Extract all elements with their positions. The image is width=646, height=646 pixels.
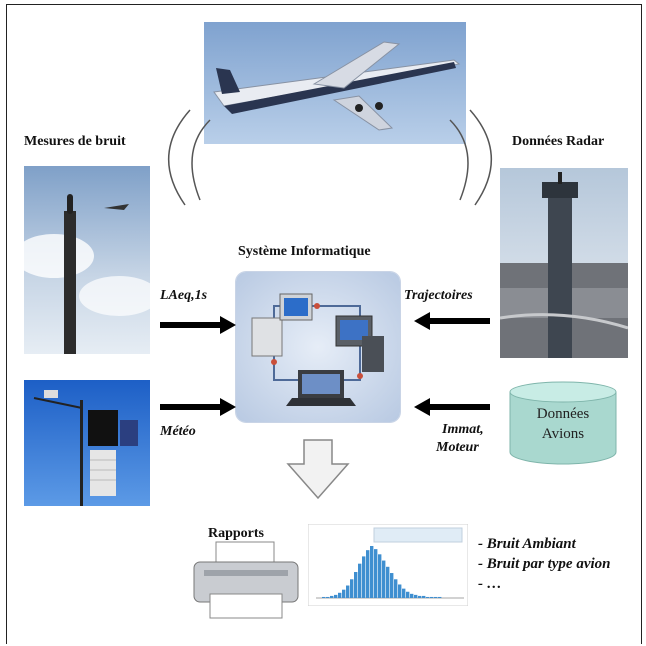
histogram-bar: [414, 594, 418, 598]
radar-tower-photo: [500, 168, 628, 358]
laeq-label: LAeq,1s: [160, 288, 208, 303]
histogram-bar: [390, 573, 394, 598]
airplane-icon: [213, 41, 461, 131]
histogram-bar: [386, 566, 390, 598]
histogram-bar: [362, 556, 366, 598]
radar-label: Données Radar: [512, 134, 605, 149]
arrow-immat: [414, 398, 490, 416]
histogram-bar: [426, 596, 430, 598]
histogram-bar: [342, 589, 346, 598]
db-label-2: Avions: [541, 426, 585, 442]
arrow-laeq: [160, 316, 236, 334]
meteo-label: Météo: [160, 424, 196, 439]
output-item: - Bruit Ambiant: [478, 536, 576, 552]
histogram-bar: [438, 596, 442, 598]
histogram-bar: [330, 595, 334, 598]
histogram-bar: [370, 546, 374, 598]
output-item: - Bruit par type avion: [478, 556, 611, 572]
histogram-bar: [406, 591, 410, 598]
printer-icon: [193, 541, 299, 619]
histogram-bar: [410, 593, 414, 598]
noise-mast-photo: [24, 166, 150, 354]
histogram-bar: [358, 563, 362, 598]
arrow-trajectoires: [414, 312, 490, 330]
histogram-bar: [338, 592, 342, 598]
system-box: [236, 272, 400, 422]
signal-arcs: [167, 109, 493, 206]
histogram-bar: [382, 560, 386, 598]
diagram-frame: [6, 4, 642, 644]
output-item: - …: [478, 576, 502, 592]
histogram-bar: [354, 572, 358, 598]
trajectoires-label: Trajectoires: [404, 288, 473, 303]
noise-label: Mesures de bruit: [24, 134, 126, 149]
histogram-bar: [346, 585, 350, 598]
database-cylinder: Données Avions: [508, 380, 618, 466]
histogram-bar: [334, 594, 338, 598]
arrow-meteo: [160, 398, 236, 416]
weather-station-photo: [24, 380, 150, 506]
histogram-bar: [326, 596, 330, 598]
histogram-bar: [434, 596, 438, 598]
reports-label: Rapports: [208, 526, 265, 541]
small-plane-icon: [104, 204, 129, 210]
histogram-bar: [322, 596, 326, 598]
histogram-bar: [422, 595, 426, 598]
histogram-bar: [430, 596, 434, 598]
histogram-bar: [350, 579, 354, 598]
histogram-bar: [398, 584, 402, 598]
moteur-label: Moteur: [436, 440, 479, 455]
histogram-bar: [366, 550, 370, 598]
noise-histogram: [308, 524, 468, 606]
histogram-bar: [402, 588, 406, 598]
histogram-bar: [374, 549, 378, 598]
system-label: Système Informatique: [238, 244, 371, 259]
db-label-1: Données: [536, 406, 590, 422]
airplane-photo: [204, 22, 466, 144]
histogram-bar: [378, 554, 382, 598]
histogram-bar: [394, 579, 398, 598]
network-icon: [251, 293, 384, 406]
immat-label: Immat,: [442, 422, 484, 437]
down-arrow-icon: [286, 439, 350, 500]
histogram-bar: [418, 595, 422, 598]
histogram-legend: [373, 527, 463, 543]
